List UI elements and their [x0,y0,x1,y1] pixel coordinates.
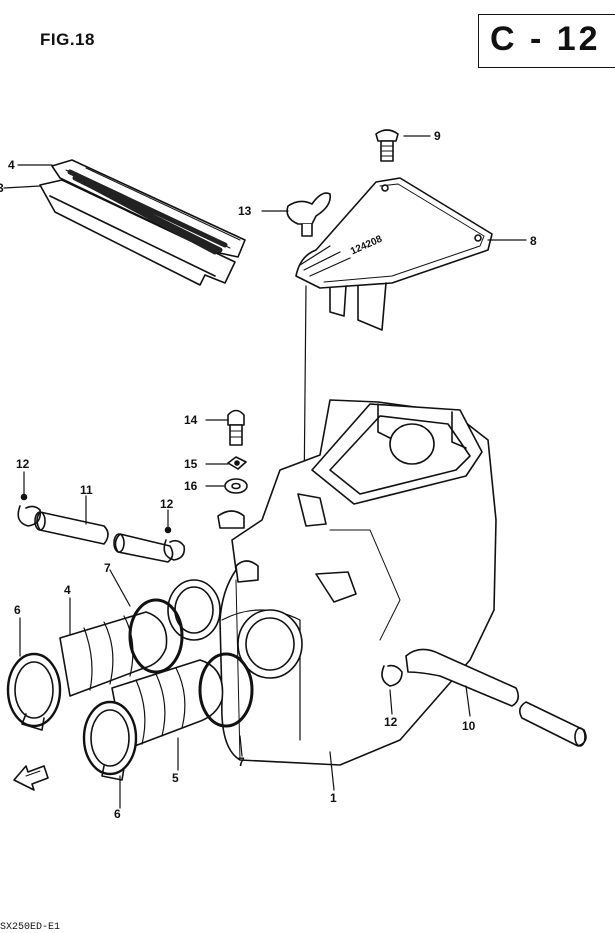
callout-11: 11 [80,483,93,497]
callout-4: 4 [64,583,71,597]
intake-pipe-4 [59,611,168,697]
breather-hose-11 [34,511,174,563]
callout-5: 5 [172,771,179,785]
page-code: C - 12 [490,20,601,58]
callout-12-center: 12 [160,497,174,511]
callout-3: 4 [8,158,15,172]
bolt-14 [227,409,245,446]
air-cleaner-case [167,399,497,766]
callout-8: 8 [530,234,537,248]
callout-6-bottom: 6 [114,807,121,821]
callout-10: 10 [462,719,476,733]
figure-title: FIG.18 [40,30,95,49]
washer-15 [227,456,247,470]
air-cleaner-cover [295,177,493,331]
wing-nut-13 [286,192,332,237]
page-code-box [478,14,615,68]
callout-7-bottom: 7 [238,755,245,769]
callout-2: 3 [0,181,4,195]
leader-lines [3,135,527,809]
callout-1: 1 [330,791,337,805]
footer-code: GSX250ED-E1 [0,922,61,933]
callout-7-top: 7 [104,561,111,575]
intake-pipe-5 [111,659,224,751]
front-arrow-icon [13,765,49,791]
callout-14: 14 [184,413,198,427]
air-filter-element [39,159,246,286]
clamp-6 [6,652,138,781]
callout-9: 9 [434,129,441,143]
callout-16: 16 [184,479,198,493]
drain-hose-10 [381,648,587,747]
callout-12-right: 12 [384,715,398,729]
callout-12-left: 12 [16,457,30,471]
bolt-9 [375,129,399,162]
callout-15: 15 [184,457,198,471]
o-ring-7 [128,598,254,728]
callout-6-top: 6 [14,603,21,617]
washer-16 [224,478,248,494]
callout-13: 13 [238,204,252,218]
